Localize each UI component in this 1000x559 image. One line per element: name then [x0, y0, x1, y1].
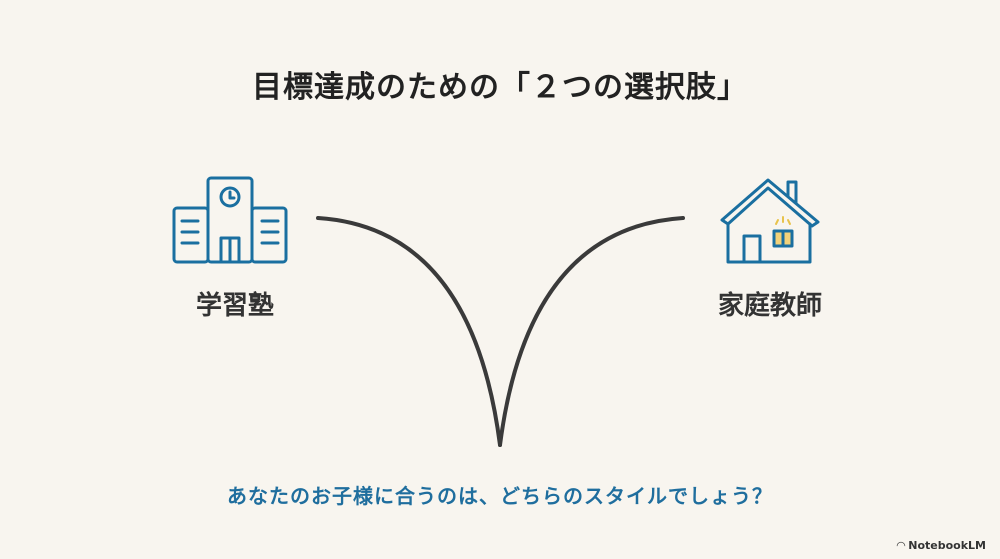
slide-title: 目標達成のための「２つの選択肢」 — [252, 70, 748, 105]
brand-watermark: ◠ NotebookLM — [897, 539, 986, 552]
right-path-curve — [498, 216, 685, 447]
notebooklm-logo-icon: ◠ — [896, 539, 906, 552]
school-building-icon — [172, 176, 288, 264]
house-icon — [720, 178, 820, 264]
option-label-juku: 学習塾 — [195, 291, 274, 321]
question-text: あなたのお子様に合うのは、どちらのスタイルでしょう？ — [227, 484, 773, 508]
option-label-tutor: 家庭教師 — [717, 291, 822, 321]
left-path-curve — [316, 216, 502, 447]
brand-label: NotebookLM — [908, 539, 986, 552]
